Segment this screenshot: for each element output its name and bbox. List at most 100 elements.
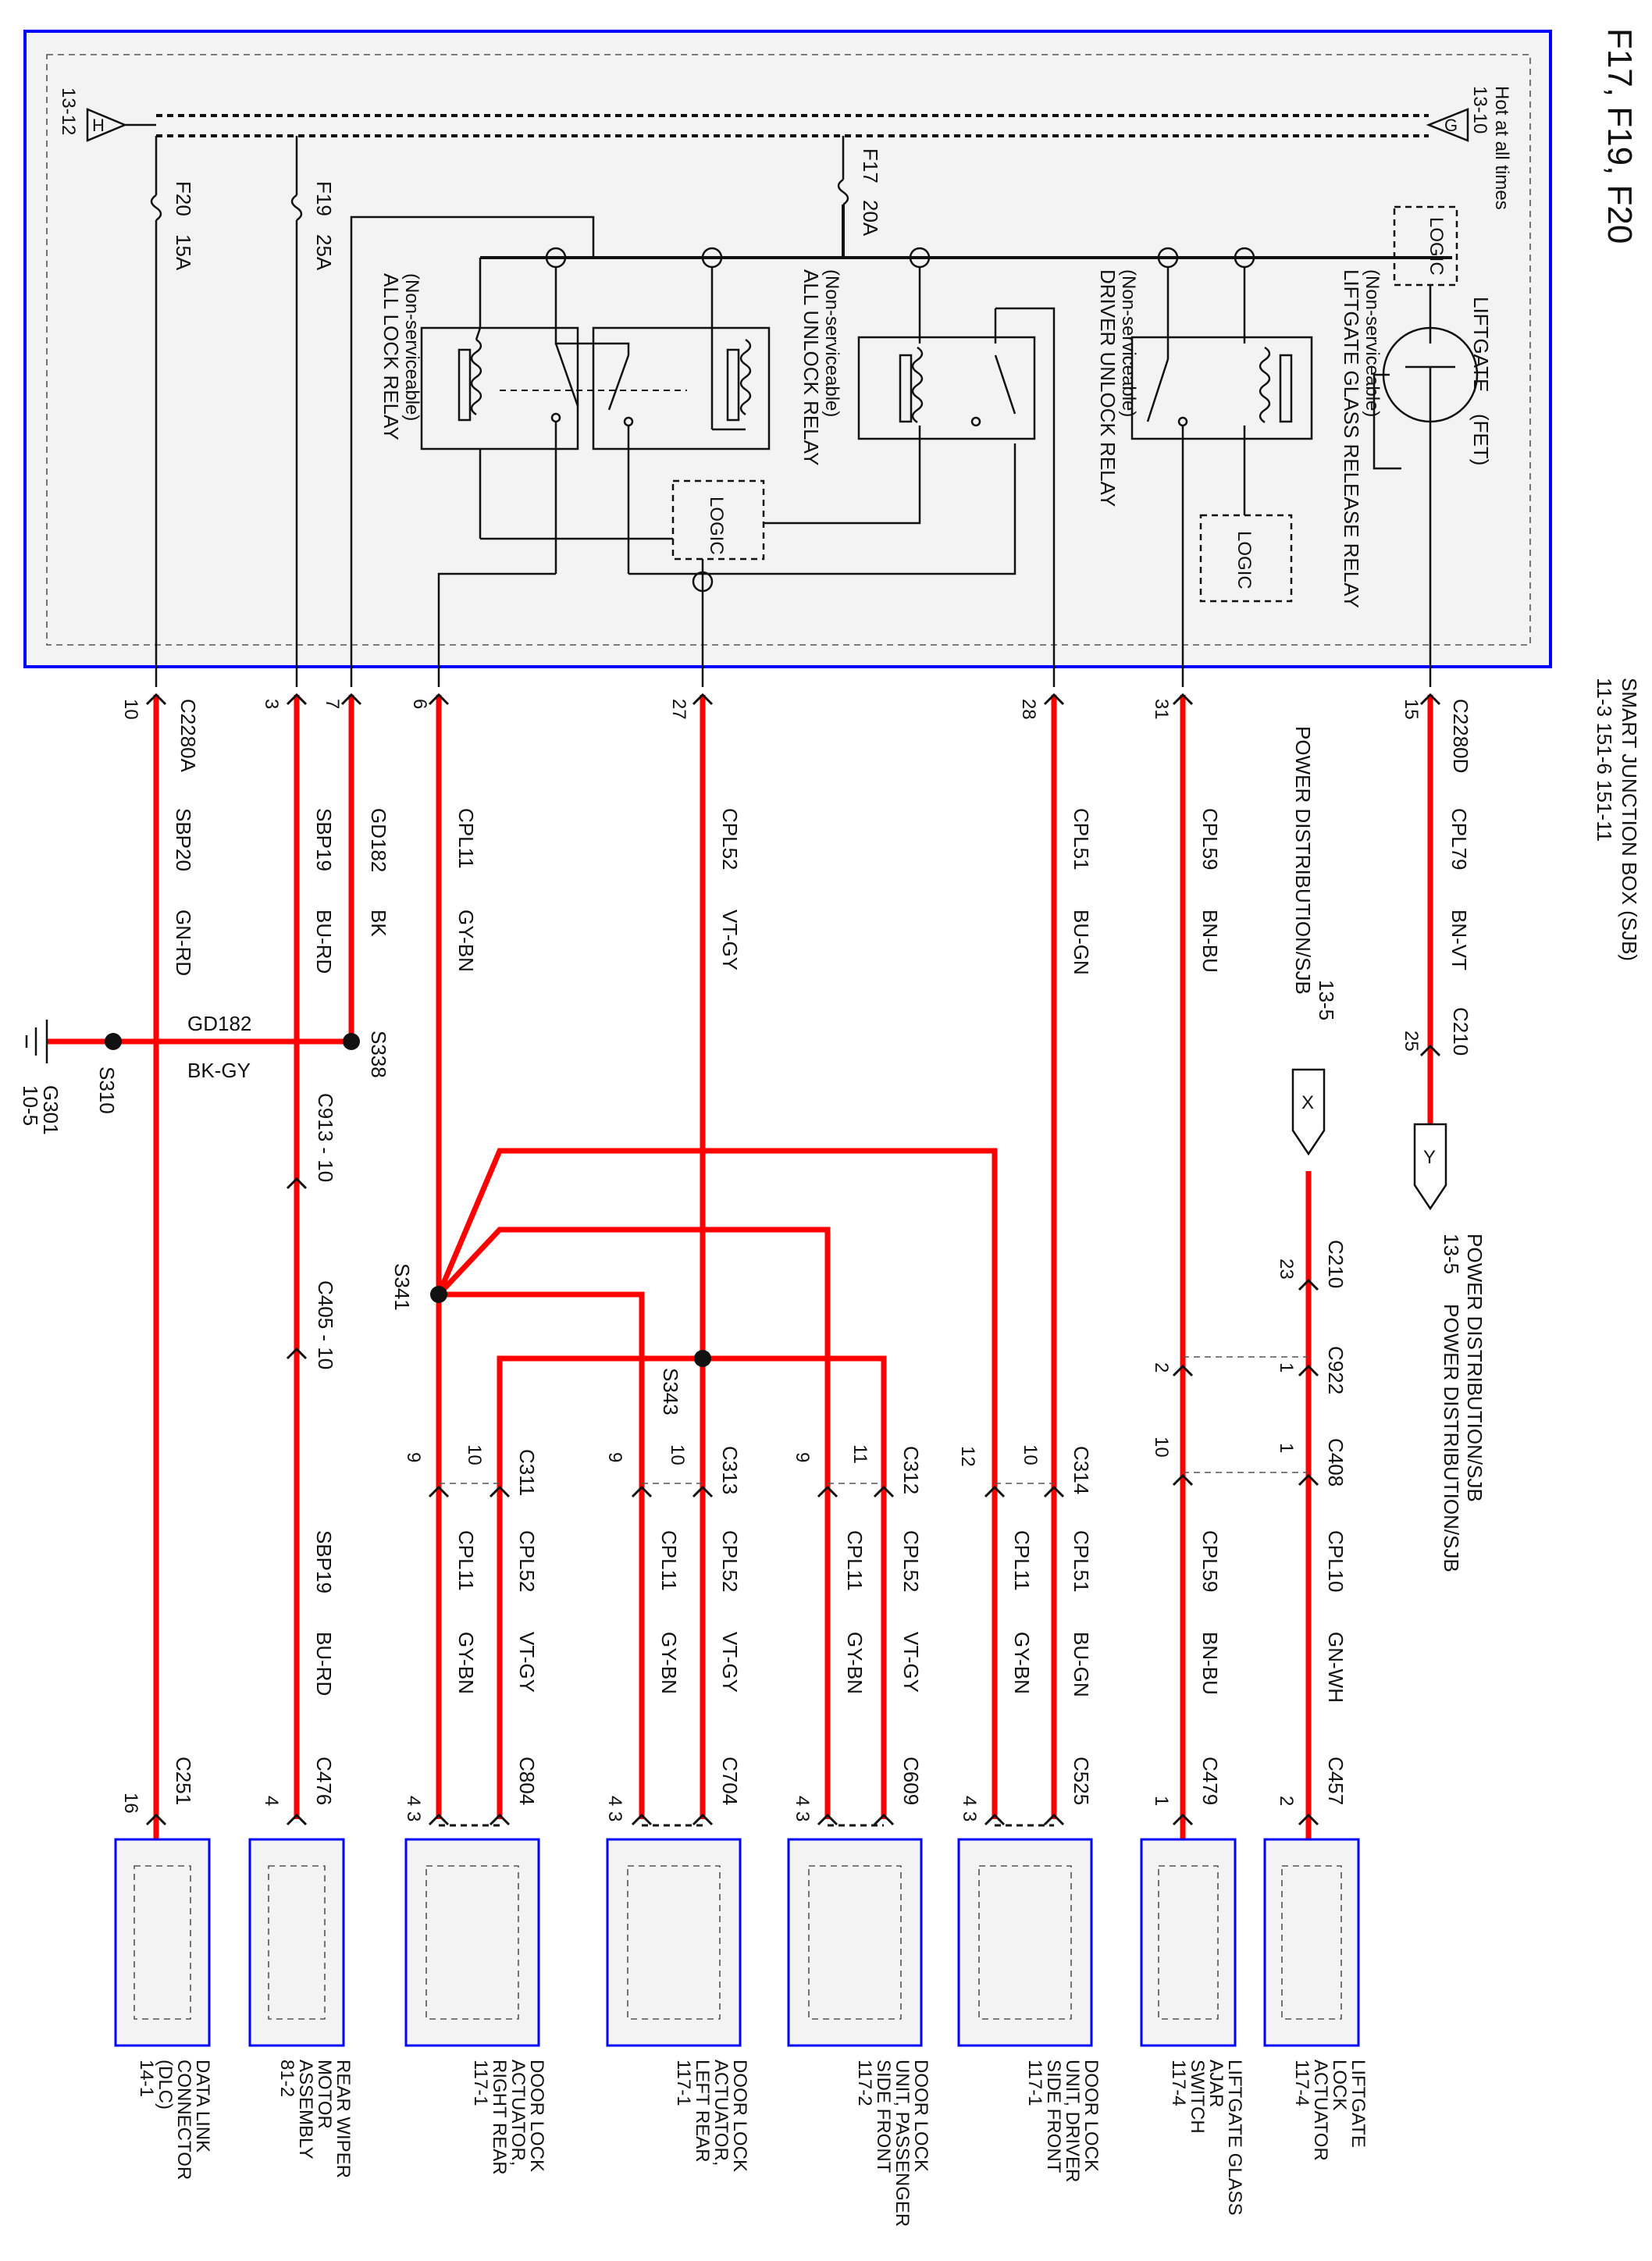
logic-2-label: LOGIC (1234, 531, 1255, 589)
relay-liftgate-glass-note: (Non-serviceable) (1362, 269, 1383, 417)
component-glass-line3: SWITCH (1187, 2060, 1208, 2134)
cpl59-lower-id: CPL59 (1198, 1530, 1222, 1593)
sbp19-color: BU-RD (312, 910, 336, 974)
offpage-x-arrow (1291, 1068, 1326, 1156)
component-glass-line1: LIFTGATE GLASS (1224, 2060, 1245, 2216)
connector-chevron-30 (817, 1813, 838, 1826)
component-glass-line2: AJAR (1205, 2060, 1227, 2107)
component-dlc-line4: 14-1 (136, 2060, 157, 2097)
fuse-f17-id: F17 (859, 148, 882, 183)
offpage-y-letter: Y (1423, 1147, 1436, 1168)
sbp19-lower-id: SBP19 (312, 1530, 336, 1593)
cpl10-color: GN-WH (1324, 1632, 1348, 1703)
component-liftlock-connector: C457 (1324, 1757, 1348, 1805)
connector-labels: C210 25 C913 - 10 C405 - 10 C210 23 C922… (314, 1007, 1472, 1496)
s310-label: S310 (95, 1066, 119, 1114)
connector-chevron-31 (873, 1813, 895, 1826)
cpl52-color: VT-GY (718, 910, 742, 970)
s341-label: S341 (390, 1263, 414, 1311)
connector-chevron-23 (1043, 1485, 1065, 1498)
fuse-f19: F19 25A (290, 136, 336, 271)
fuse-f20-id: F20 (172, 181, 195, 216)
connector-chevron-10 (286, 1347, 308, 1360)
cpl11-rr-color: GY-BN (454, 1632, 478, 1694)
component-glass-connector: C479 (1198, 1757, 1222, 1805)
component-lr-line3: LEFT REAR (692, 2060, 713, 2163)
fuse-f19-amps: 25A (312, 234, 336, 271)
sbp19-lower-color: BU-RD (312, 1632, 336, 1696)
bus-end-h-letter: H (92, 116, 105, 135)
component-glass-line4: 117-4 (1168, 2060, 1189, 2106)
cpl11-driver-color: GY-BN (1010, 1632, 1034, 1694)
cpl52-rr-id: CPL52 (515, 1530, 539, 1593)
connector-chevron-33 (1043, 1813, 1065, 1826)
component-pass-line2: UNIT, PASSENGER (892, 2060, 913, 2227)
component-door-lock-pass: C609 4 3 DOOR LOCK UNIT, PASSENGER SIDE … (787, 1757, 931, 2227)
component-rear-wiper: C476 4 REAR WIPER MOTOR ASSEMBLY 81-2 (248, 1757, 354, 2178)
c922-id: C922 (1324, 1346, 1348, 1394)
component-driver-line2: UNIT, DRIVER (1062, 2060, 1083, 2182)
component-glass-ajar: C479 1 LIFTGATE GLASS AJAR SWITCH 117-4 (1140, 1757, 1245, 2216)
component-lr-connector: C704 (718, 1757, 742, 1805)
sjb-connector-a: C2280A (176, 699, 200, 773)
connector-chevron-12 (1172, 1364, 1194, 1377)
c313-id: C313 (718, 1446, 742, 1494)
component-rr-line1: DOOR LOCK (526, 2060, 547, 2172)
connector-chevron-13 (1298, 1364, 1319, 1377)
relay-label-all-lock: ALL LOCK RELAY (Non-serviceable) (379, 273, 422, 440)
circuit-labels: CPL79 BN-VT CPL59 BN-BU CPL51 BU-GN CPL5… (172, 808, 1471, 1703)
cpl79-id: CPL79 (1447, 808, 1471, 871)
connector-chevron-3 (692, 693, 714, 706)
wire-s341-passenger (436, 1227, 831, 1819)
relay-all-unlock-name: ALL UNLOCK RELAY (799, 269, 823, 465)
c312-pin-b: 11 (849, 1444, 871, 1464)
sjb-label: SMART JUNCTION BOX (SJB) (1618, 678, 1641, 961)
fuse-f17: F17 20A (837, 136, 882, 237)
relay-driver-unlock-name: DRIVER UNLOCK RELAY (1096, 269, 1120, 507)
component-liftlock-line1: LIFTGATE (1348, 2060, 1369, 2148)
cpl51-color: BU-GN (1070, 910, 1093, 975)
pd-ref-top: 13-5 (1315, 980, 1338, 1020)
component-rr-connector: C804 (515, 1757, 539, 1805)
connector-chevron-21 (873, 1485, 895, 1498)
component-glass-pins: 1 (1151, 1796, 1172, 1806)
connector-chevron-34 (1172, 1813, 1194, 1826)
component-door-lock-driver: C525 4 3 DOOR LOCK UNIT, DRIVER SIDE FRO… (957, 1757, 1102, 2182)
wire-s341-lr (439, 1291, 645, 1819)
cpl11-id: CPL11 (454, 808, 478, 869)
ground-id: G301 (39, 1085, 62, 1135)
relay-driver-unlock-note: (Non-serviceable) (1118, 269, 1139, 417)
c314-id: C314 (1070, 1446, 1093, 1494)
connector-chevron-26 (428, 1813, 450, 1826)
relay-all-lock-note: (Non-serviceable) (401, 273, 422, 421)
connector-chevron-6 (286, 693, 308, 706)
sjb-pin-31: 31 (1151, 699, 1172, 720)
connector-chevron-7 (145, 693, 167, 706)
c313-pin-a: 9 (604, 1452, 625, 1462)
s338-label: S338 (367, 1031, 390, 1078)
bus-end-g-letter: G (1444, 116, 1458, 135)
component-lr-line1: DOOR LOCK (729, 2060, 750, 2172)
sjb-pin-7: 7 (322, 699, 343, 709)
connector-chevron-16 (428, 1485, 450, 1498)
logic-3-label: LOGIC (1426, 217, 1447, 276)
connector-chevron-17 (489, 1485, 511, 1498)
component-rr-line4: 117-1 (470, 2060, 491, 2106)
c913-label: C913 - 10 (314, 1093, 337, 1182)
cpl11-rr-id: CPL11 (454, 1530, 478, 1591)
connector-chevron-27 (489, 1813, 511, 1826)
component-pass-connector: C609 (899, 1757, 923, 1805)
component-liftlock-pins: 2 (1276, 1796, 1297, 1806)
component-liftgate-lock: C457 2 LIFTGATE LOCK ACTUATOR 117-4 (1263, 1757, 1369, 2161)
sbp19-id: SBP19 (312, 808, 336, 871)
relay-liftgate-glass-name: LIFTGATE GLASS RELEASE RELAY (1340, 269, 1363, 608)
fuse-f19-id: F19 (312, 181, 336, 216)
wire-s343-rr (497, 1355, 703, 1819)
relay-all-lock-name: ALL LOCK RELAY (379, 273, 403, 440)
bus-end-h-ref: 13-12 (58, 87, 79, 135)
s341-dot (430, 1286, 447, 1303)
component-door-lock-rr: C804 4 3 DOOR LOCK ACTUATOR, RIGHT REAR … (403, 1757, 547, 2175)
component-dlc-connector: C251 (172, 1757, 195, 1805)
component-dlc-line2: CONNECTOR (173, 2060, 194, 2180)
cpl79-color: BN-VT (1447, 910, 1471, 970)
